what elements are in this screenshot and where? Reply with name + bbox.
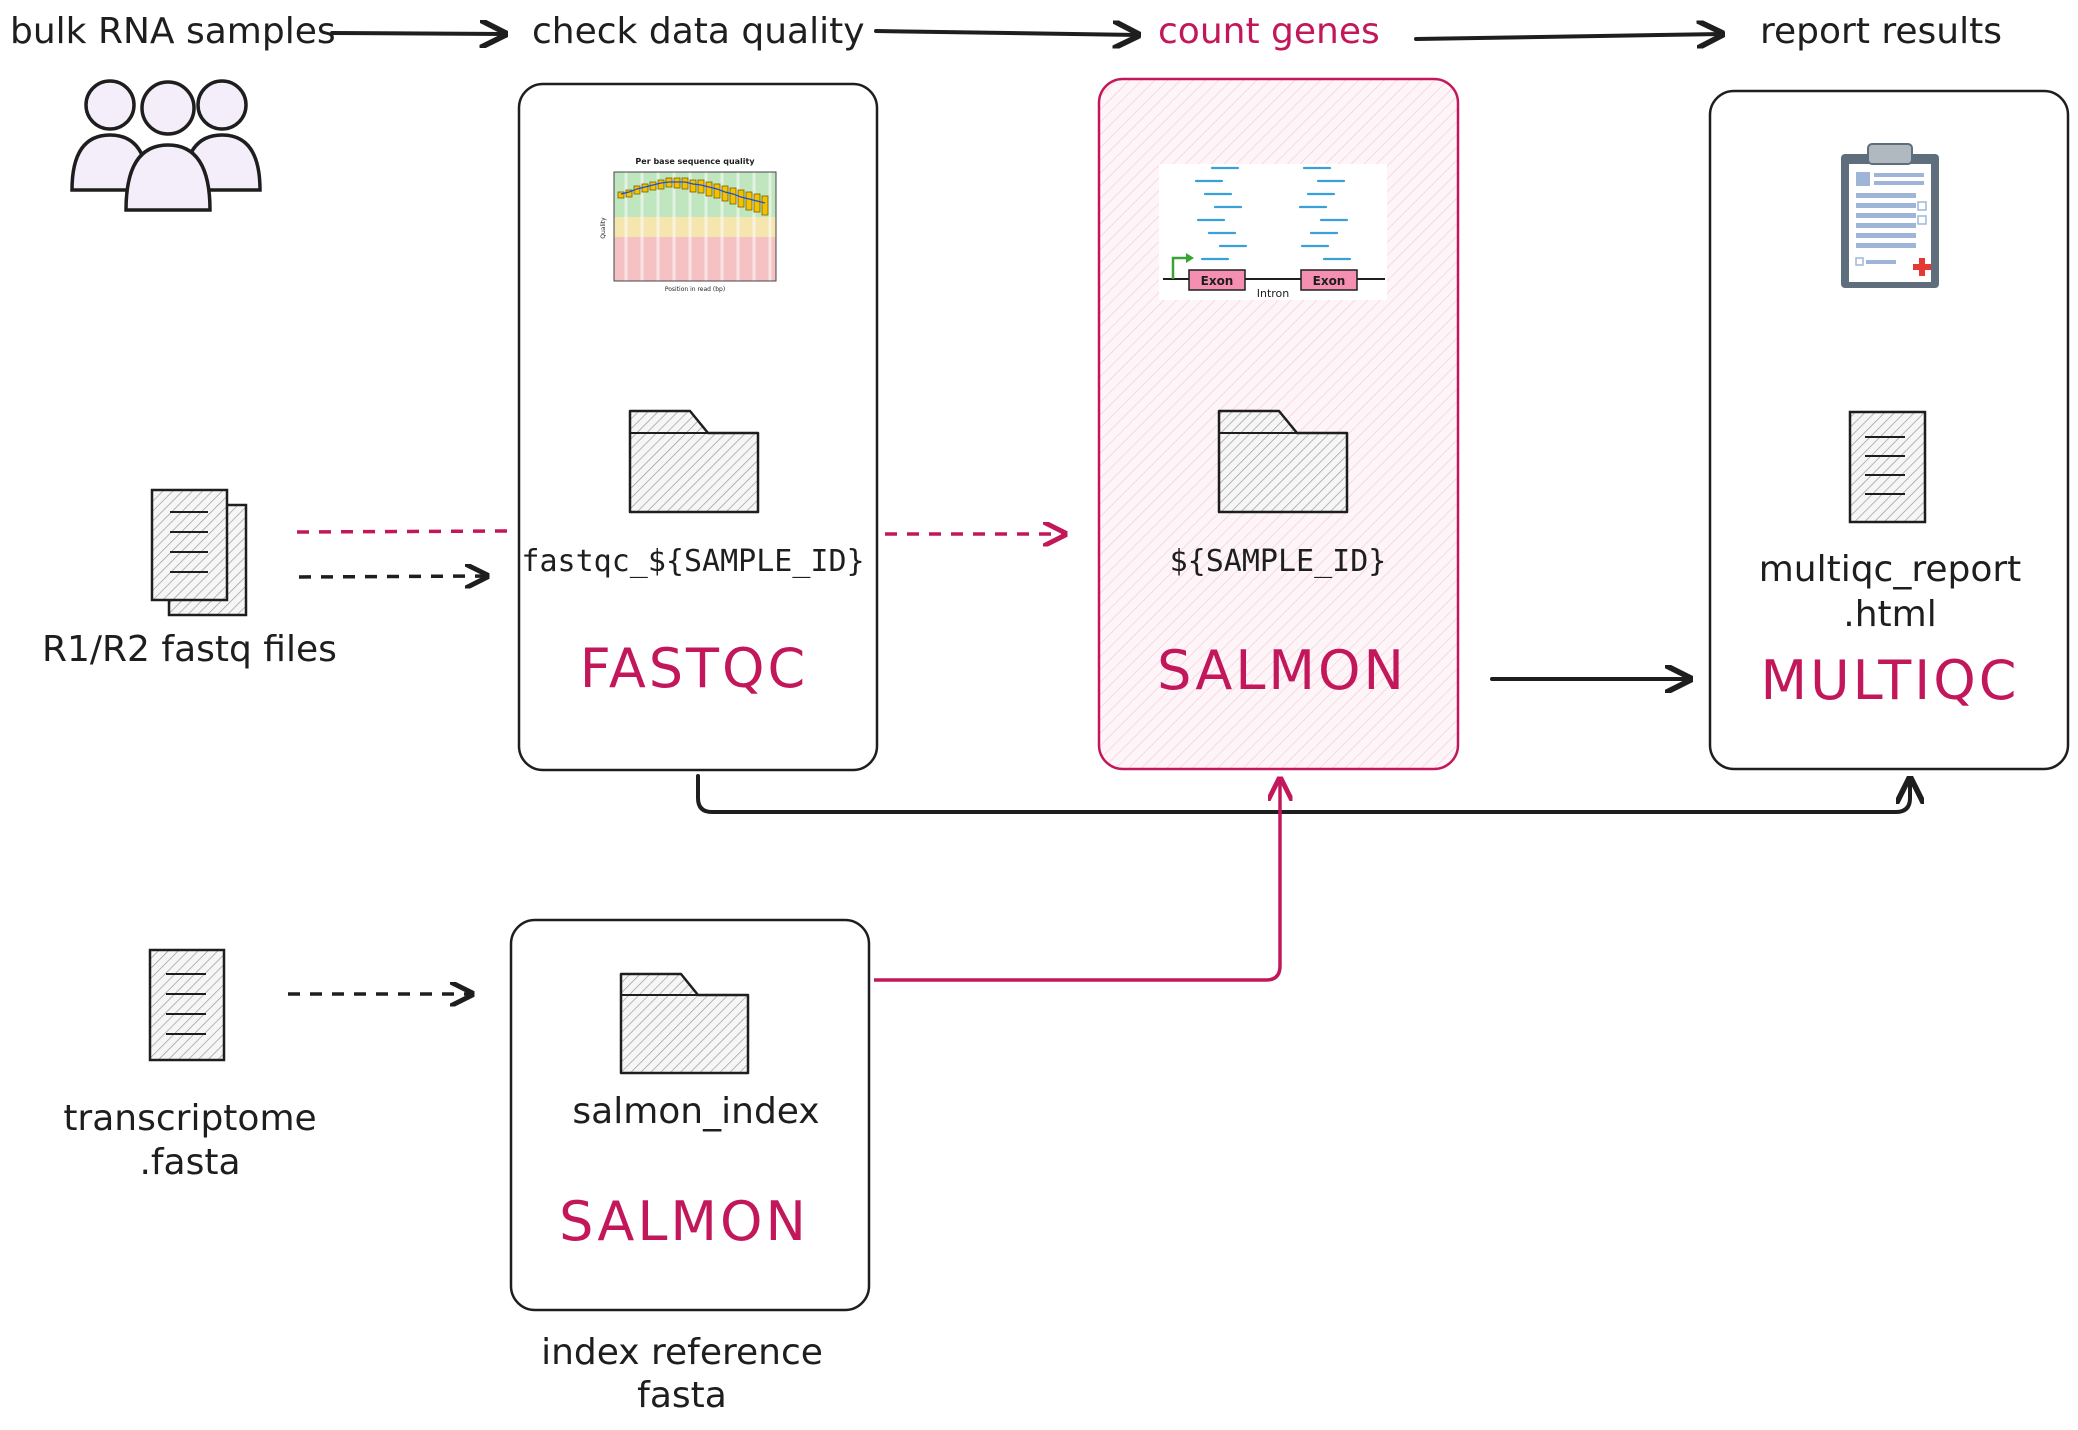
- salmon-index-folder-icon: [619, 972, 750, 1075]
- fastqc-quality-plot: Per base sequence quality Quality Positi…: [600, 157, 777, 293]
- multiqc-output-name-line2: .html: [1843, 594, 1936, 635]
- stage-label-report: report results: [1760, 11, 2002, 52]
- multiqc-document-icon: [1848, 410, 1927, 524]
- salmon-read-mapping-illustration: Exon Exon Intron: [1159, 164, 1387, 300]
- salmon-index-caption-line2: fasta: [637, 1375, 727, 1416]
- header-arrow-3: [1414, 34, 1722, 39]
- salmon-index-caption-line1: index reference: [541, 1332, 823, 1373]
- multiqc-tool-label: MULTIQC: [1761, 649, 2020, 712]
- fastqc-plot-title: Per base sequence quality: [635, 157, 755, 166]
- reads-to-salmon-dashed-arrow: [296, 529, 509, 534]
- header-arrow-1: [330, 33, 505, 34]
- fastqc-to-multiqc-connector: [696, 774, 1910, 814]
- salmon-index-tool-label: SALMON: [559, 1190, 809, 1253]
- transcriptome-label-line2: .fasta: [139, 1142, 240, 1183]
- fastqc-output-name: fastqc_${SAMPLE_ID}: [521, 544, 864, 579]
- exon-label-left: Exon: [1201, 274, 1234, 288]
- salmon-quant-tool-label: SALMON: [1157, 639, 1407, 702]
- fastqc-folder-icon: [628, 409, 760, 514]
- salmon-index-box: [509, 918, 871, 1312]
- clipboard-report-icon: [1841, 143, 1939, 288]
- salmon-quant-output-name: ${SAMPLE_ID}: [1170, 544, 1387, 579]
- header-arrow-2: [874, 31, 1138, 35]
- intron-label: Intron: [1257, 287, 1290, 300]
- index-to-salmon-quant-connector: [874, 779, 1280, 982]
- salmon-quant-folder-icon: [1217, 409, 1349, 514]
- reads-file-icon-front: [150, 488, 229, 602]
- stage-label-qc: check data quality: [532, 11, 865, 52]
- exon-label-right: Exon: [1313, 274, 1346, 288]
- salmon-index-output-name: salmon_index: [572, 1091, 819, 1132]
- fastqc-plot-ylabel: Quality: [600, 217, 607, 239]
- fastqc-plot-xlabel: Position in read (bp): [665, 286, 725, 293]
- samples-people-icon: [70, 79, 262, 212]
- stage-label-input: bulk RNA samples: [10, 11, 336, 52]
- multiqc-output-name-line1: multiqc_report: [1759, 549, 2022, 590]
- fastqc-tool-label: FASTQC: [580, 637, 809, 700]
- stage-label-count: count genes: [1158, 11, 1380, 52]
- reads-input-label: R1/R2 fastq files: [42, 629, 337, 670]
- transcriptome-file-icon: [148, 948, 226, 1062]
- reads-to-fastqc-dashed-arrow: [298, 576, 487, 577]
- transcriptome-label-line1: transcriptome: [63, 1098, 316, 1139]
